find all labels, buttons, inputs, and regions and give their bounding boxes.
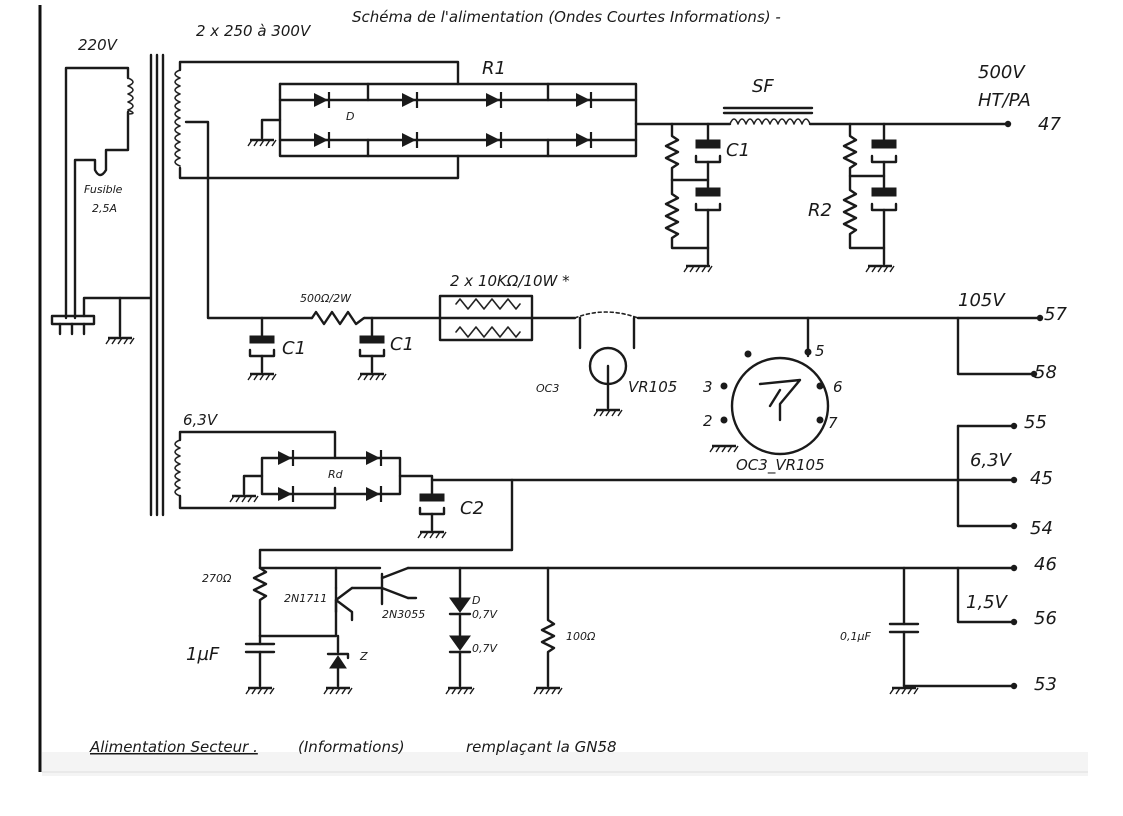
- transformer: 220V 2 x 250 à 300V Fusible 2,5A 6,3V: [50, 22, 577, 517]
- cap-c1-left: C1: [282, 338, 306, 359]
- power-resistor-label: 2 x 10KΩ/10W *: [450, 272, 570, 290]
- transistor1-label: 2N1711: [284, 592, 327, 605]
- diode-label: D: [346, 110, 354, 123]
- filament-output-voltage: 6,3V: [970, 450, 1013, 471]
- pin-56: 56: [1034, 608, 1057, 629]
- regulator-105v: 500Ω/2W 2 x 10KΩ/10W * C1 C1 OC3 VR105: [246, 272, 1067, 475]
- graph-paper-strip: [42, 752, 1088, 776]
- tube-pin-3: 3: [703, 378, 713, 396]
- mains-voltage-label: 220V: [78, 36, 119, 54]
- output-cap-label: 0,1µF: [840, 630, 871, 643]
- pin-58: 58: [1034, 362, 1057, 383]
- base-cap-label: 1µF: [186, 644, 220, 665]
- choke-label: SF: [752, 76, 774, 97]
- tube-right-label: VR105: [628, 378, 677, 396]
- pin-57: 57: [1044, 304, 1067, 325]
- filter-cap-label: C1: [726, 140, 750, 161]
- load-resistor-label: 100Ω: [566, 630, 596, 643]
- base-resistor-label: 270Ω: [202, 572, 232, 585]
- ht-output-name: HT/PA: [978, 90, 1031, 111]
- series-diode-label: D: [472, 594, 480, 607]
- footer-sub: (Informations): [298, 738, 405, 756]
- tube-caption: OC3_VR105: [736, 456, 825, 475]
- mains-plug: [50, 314, 96, 326]
- pin-54: 54: [1030, 518, 1053, 539]
- tube-base: [730, 356, 830, 456]
- tube-pin-2: 2: [703, 412, 713, 430]
- ht-filter: SF 500V HT/PA 47 C1 R2: [664, 62, 1061, 274]
- pin-47: 47: [1038, 114, 1061, 135]
- diode2-voltage: 0,7V: [472, 642, 498, 655]
- footer-main: Alimentation Secteur .: [89, 738, 258, 756]
- ht-rectifier-bridge: R1 D: [246, 58, 732, 158]
- footer-caption: Alimentation Secteur . (Informations) re…: [89, 738, 617, 756]
- transistor2-label: 2N3055: [382, 608, 425, 621]
- tube-pin-5: 5: [815, 342, 825, 360]
- regulator-output-voltage: 105V: [958, 290, 1006, 311]
- filament-voltage-label: 6,3V: [183, 411, 219, 429]
- filter-resistor-label: R2: [808, 200, 832, 221]
- diode1-voltage: 0,7V: [472, 608, 498, 621]
- lv-output-voltage: 1,5V: [966, 592, 1009, 613]
- pin-55: 55: [1024, 412, 1047, 433]
- ht-output-voltage: 500V: [978, 62, 1026, 83]
- secondary-voltage-label: 2 x 250 à 300V: [196, 22, 312, 40]
- tube-left-label: OC3: [536, 382, 559, 395]
- pin-53: 53: [1034, 674, 1057, 695]
- zener-label: Z: [359, 650, 368, 663]
- filament-cap-label: C2: [460, 498, 484, 519]
- filament-rectifier: Rd C2 6,3V 55 45 54: [228, 412, 1053, 540]
- footer-rest: remplaçant la GN58: [466, 738, 617, 756]
- diagram-title: Schéma de l'alimentation (Ondes Courtes …: [352, 8, 781, 26]
- tube-pin-7: 7: [828, 414, 838, 432]
- tube-pin-6: 6: [833, 378, 843, 396]
- dropping-resistor-label: 500Ω/2W: [300, 292, 352, 305]
- pin-45: 45: [1030, 468, 1053, 489]
- filament-bridge-label: Rd: [328, 468, 344, 481]
- regulator-1v5: 270Ω 1µF 2N1711 Z 2N3055: [186, 478, 1057, 696]
- pin-46: 46: [1034, 554, 1057, 575]
- fuse-label: Fusible: [84, 183, 123, 196]
- fuse-rating: 2,5A: [92, 202, 117, 215]
- bridge-label: R1: [482, 58, 506, 79]
- cap-c1-right: C1: [390, 334, 414, 355]
